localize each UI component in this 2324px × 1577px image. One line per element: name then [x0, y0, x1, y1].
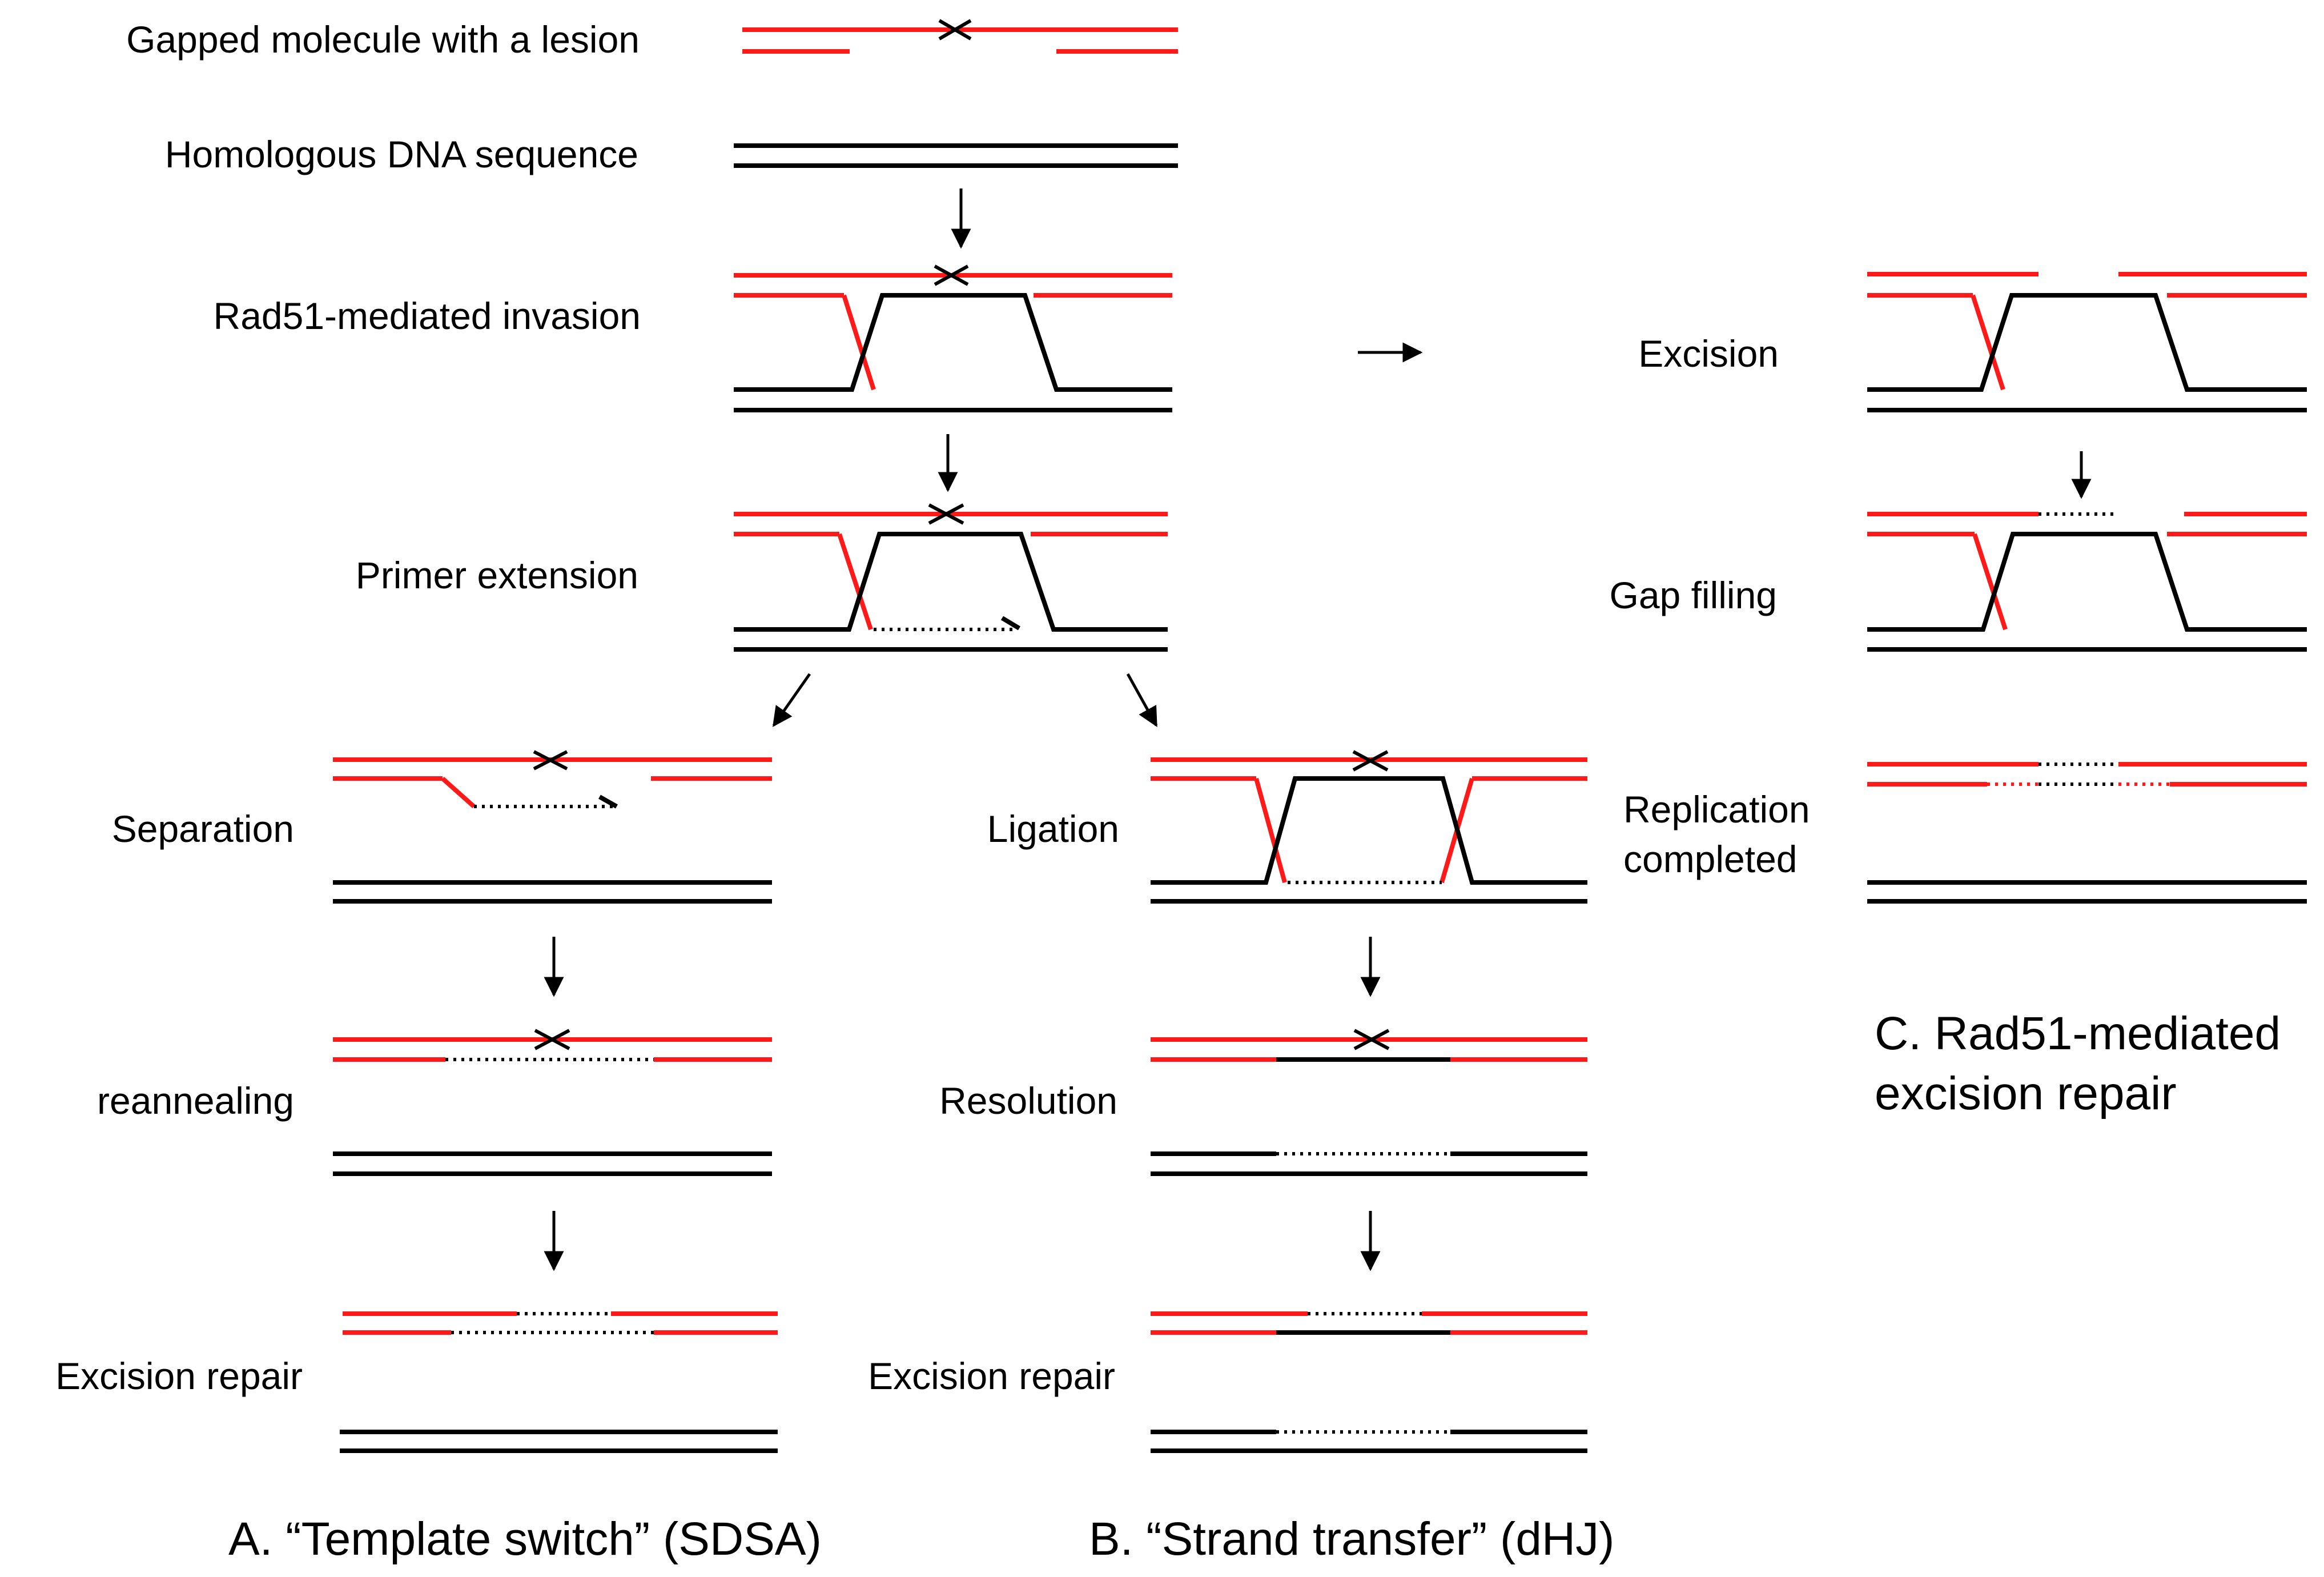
label-reannealing: reannealing [97, 1080, 294, 1122]
lesion-mark [1353, 1029, 1390, 1050]
label-excision: Excision [1638, 332, 1779, 375]
gf-template-strand [1867, 532, 2307, 632]
label-excision-repair-b: Excision repair [868, 1355, 1115, 1397]
lesion-mark [934, 264, 969, 286]
step-labels: Gapped molecule with a lesion Homologous… [55, 18, 1810, 1397]
exc-red-cross [1971, 294, 2005, 391]
primer-end-hook [1000, 616, 1021, 631]
homologous-dna-drawing [734, 143, 1178, 168]
label-gapped-molecule: Gapped molecule with a lesion [126, 18, 640, 61]
lesion-mark [928, 503, 964, 525]
panel-a-template-switch [333, 750, 778, 1453]
invasion-drawing [734, 264, 1172, 412]
holliday-junction-strand [1151, 776, 1587, 885]
arrow-diag-to-b [1126, 673, 1158, 728]
label-resolution: Resolution [939, 1080, 1117, 1122]
arrow-diag-to-a [772, 673, 811, 727]
gapped-molecule-drawing [742, 19, 1178, 54]
label-rad51-invasion: Rad51-mediated invasion [214, 295, 641, 337]
lesion-mark [533, 750, 568, 771]
primer-red-cross [837, 533, 873, 631]
lesion-mark [1352, 750, 1389, 772]
invading-template-strand [734, 293, 1172, 392]
label-separation: Separation [112, 808, 294, 850]
label-gap-filling: Gap filling [1610, 574, 1778, 616]
panel-b-strand-transfer [1151, 750, 1587, 1453]
exc-template-strand [1867, 293, 2307, 392]
invasion-red-cross [842, 294, 876, 391]
sep-end-hook [598, 794, 618, 809]
caption-c-line1: C. Rad51-mediated [1875, 1008, 2281, 1060]
label-excision-repair-a: Excision repair [55, 1355, 303, 1397]
lesion-mark [534, 1029, 570, 1050]
label-ligation: Ligation [987, 808, 1119, 850]
lesion-mark [938, 19, 972, 41]
d-loop-template-strand [734, 532, 1168, 632]
caption-b-strand-transfer: B. “Strand transfer” (dHJ) [1089, 1513, 1614, 1565]
label-replication: Replication [1623, 788, 1810, 830]
sep-red-kink [441, 777, 476, 808]
panel-captions: A. “Template switch” (SDSA) B. “Strand t… [228, 1008, 2281, 1565]
gf-red-cross [1972, 533, 2008, 631]
caption-a-template-switch: A. “Template switch” (SDSA) [228, 1513, 822, 1565]
primer-extension-drawing [734, 503, 1168, 652]
lig-red-cross-left [1254, 777, 1287, 884]
label-homologous-dna: Homologous DNA sequence [165, 133, 638, 175]
label-primer-extension: Primer extension [356, 554, 638, 596]
panel-c-excision-repair [1867, 272, 2307, 904]
caption-c-line2: excision repair [1875, 1068, 2177, 1119]
label-completed: completed [1623, 838, 1798, 880]
